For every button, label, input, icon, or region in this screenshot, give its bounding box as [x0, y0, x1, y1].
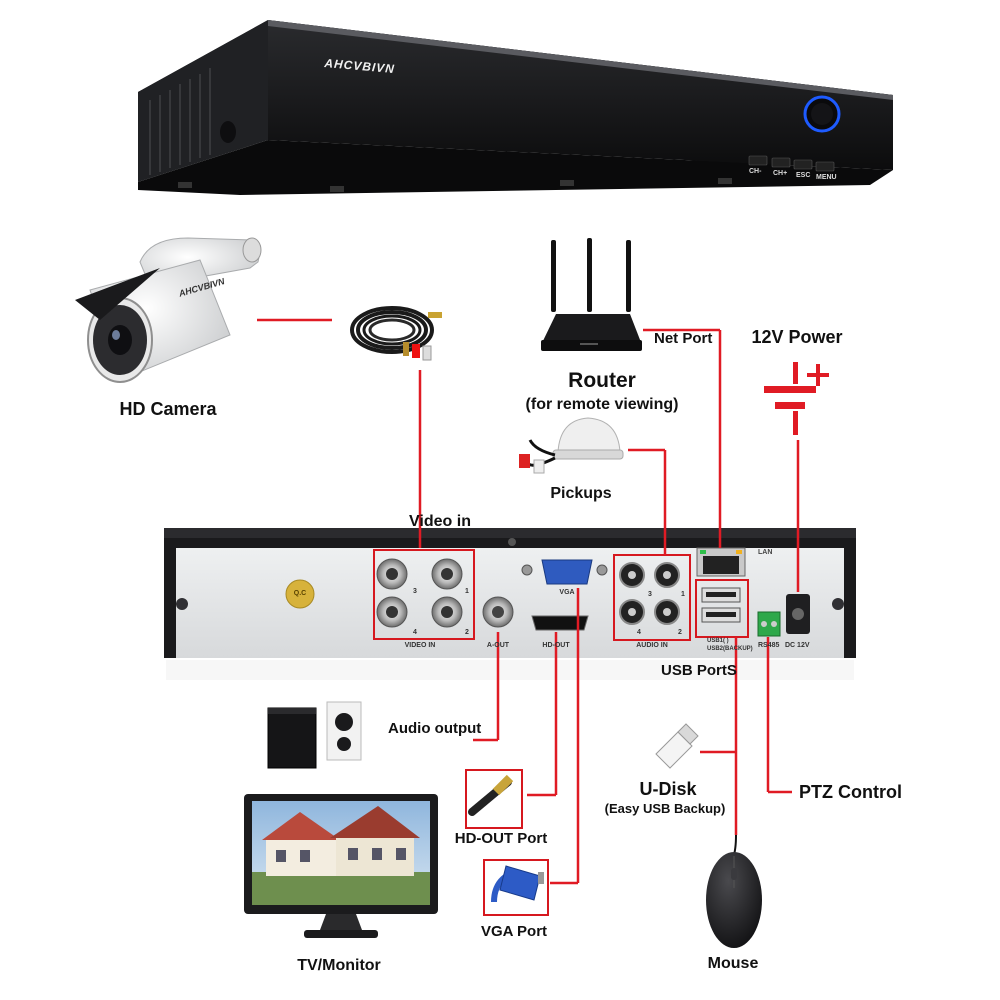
- front-button-ch-plus[interactable]: CH+: [773, 170, 788, 177]
- panel-label-usb2: USB2(BACKUP): [707, 646, 753, 652]
- connector-lines: [257, 318, 800, 885]
- video-port-number-1: 1: [465, 588, 469, 595]
- panel-label-hd-out: HD-OUT: [542, 642, 570, 649]
- panel-label-qc: Q.C: [293, 590, 307, 597]
- usb-stick-graphic: [655, 723, 699, 769]
- dvr-front-view: [138, 20, 893, 195]
- video-port-number-4: 4: [413, 629, 417, 636]
- label-net-port: Net Port: [654, 330, 713, 347]
- label-hd-camera: HD Camera: [119, 399, 217, 419]
- label-u-disk: U-Disk: [639, 779, 697, 799]
- label-tv-monitor: TV/Monitor: [297, 957, 381, 974]
- hd-camera-graphic: [75, 237, 262, 383]
- panel-label-video-in: VIDEO IN: [404, 642, 436, 649]
- label-hdout-port: HD-OUT Port: [454, 830, 548, 847]
- tv-monitor-graphic: [244, 794, 438, 938]
- speakers-graphic: [267, 701, 362, 769]
- panel-label-usb1: USB1( ): [707, 638, 729, 644]
- front-button-menu[interactable]: MENU: [816, 174, 837, 181]
- bnc-cable-graphic: [350, 306, 442, 361]
- pickup-mic-graphic: [519, 417, 624, 474]
- label-pickups: Pickups: [550, 485, 612, 502]
- front-button-ch-minus[interactable]: CH-: [749, 168, 762, 175]
- vga-cable-graphic: [491, 865, 544, 903]
- panel-label-audio-in: AUDIO IN: [636, 642, 668, 649]
- panel-label-lan: LAN: [758, 549, 773, 556]
- video-port-number-2: 2: [465, 629, 469, 636]
- panel-label-vga: VGA: [559, 589, 575, 596]
- label-router: Router: [568, 369, 636, 392]
- dc-power-symbol: [764, 362, 829, 435]
- label-12v-power: 12V Power: [751, 327, 843, 347]
- label-router-sub: (for remote viewing): [525, 396, 679, 413]
- hdmi-cable-graphic: [468, 774, 514, 816]
- label-vga-port: VGA Port: [480, 923, 548, 940]
- front-button-esc[interactable]: ESC: [796, 172, 811, 179]
- port-highlight-boxes: [373, 549, 749, 916]
- panel-label-a-out: A-OUT: [486, 642, 510, 649]
- audio-port-number-4: 4: [637, 629, 641, 636]
- video-port-number-3: 3: [413, 588, 417, 595]
- panel-label-rs485: RS485: [758, 642, 780, 649]
- audio-port-number-2: 2: [678, 629, 682, 636]
- router-graphic: [541, 238, 642, 351]
- mouse-graphic: [706, 834, 762, 948]
- label-mouse: Mouse: [707, 955, 759, 972]
- label-u-disk-sub: (Easy USB Backup): [604, 801, 726, 816]
- label-video-in: Video in: [409, 513, 471, 530]
- label-usb-ports: USB PortS: [661, 662, 737, 679]
- panel-label-dc12v: DC 12V: [785, 642, 810, 649]
- dvr-back-panel: [164, 528, 856, 680]
- label-ptz-control: PTZ Control: [799, 782, 902, 802]
- audio-port-number-1: 1: [681, 591, 685, 598]
- audio-port-number-3: 3: [648, 591, 652, 598]
- label-audio-output: Audio output: [388, 720, 482, 737]
